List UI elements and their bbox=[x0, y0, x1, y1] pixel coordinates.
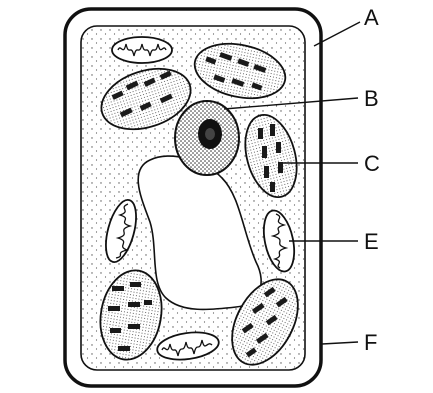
mitochondrion-top bbox=[112, 37, 172, 63]
label-a: A bbox=[364, 5, 379, 30]
label-e: E bbox=[364, 229, 379, 254]
label-f: F bbox=[364, 330, 377, 355]
leader-line-f bbox=[322, 342, 358, 344]
nucleus bbox=[175, 101, 239, 175]
label-c: C bbox=[364, 151, 380, 176]
label-b: B bbox=[364, 86, 379, 111]
